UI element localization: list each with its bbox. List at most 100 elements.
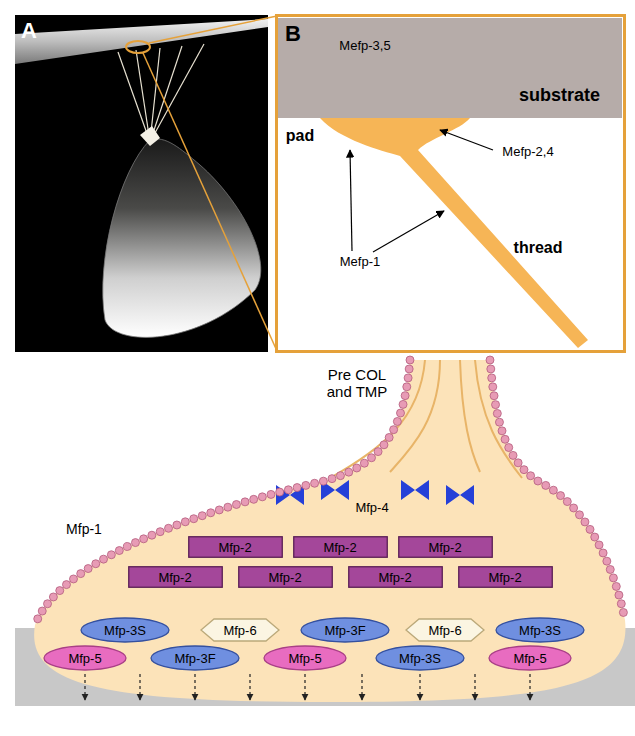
protein-label: Mfp-2 [158, 570, 191, 585]
panel-letter: B [285, 21, 301, 46]
mfp1-dot [385, 433, 393, 441]
mfp1-dot [606, 565, 614, 573]
mfp2-box: Mfp-2 [348, 566, 443, 588]
dashed-arrow [474, 674, 475, 700]
mfp2-box-fill [293, 537, 387, 558]
mfp1-dot [56, 587, 64, 595]
mfp3-ellipse: Mfp-3S [495, 617, 585, 643]
mfp1-dot [557, 492, 565, 500]
mfp5-ellipse-fill [44, 646, 126, 670]
protein-label: Mfp-3S [519, 623, 561, 638]
mfp1-dot [34, 615, 42, 623]
mfp1-dot [490, 392, 498, 400]
protein-label: Mfp-2 [218, 540, 251, 555]
photo-background [15, 15, 268, 352]
mfp1-dot [232, 500, 240, 508]
mfp1-dot [489, 383, 497, 391]
mfp1-dot [140, 535, 148, 543]
mfp1-dot [156, 528, 164, 536]
mfp1-coating [34, 356, 628, 623]
mfp1-dot [520, 466, 528, 474]
mfp2-box-fill [348, 567, 442, 588]
dashed-arrow [139, 674, 140, 700]
fibril [475, 360, 522, 478]
mfp6-shape: Mfp-6 [200, 618, 280, 642]
mfp2-box: Mfp-2 [458, 566, 553, 588]
dashed-arrow [529, 674, 530, 700]
mfp1-dot [603, 557, 611, 565]
leader-arrow [373, 211, 444, 252]
mfp1-dot [486, 356, 494, 364]
mfp1-dot [190, 515, 198, 523]
mfp2-box: Mfp-2 [238, 566, 333, 588]
mussel-foot [140, 126, 160, 146]
dashed-arrow [249, 674, 250, 700]
mfp3-ellipse-fill [376, 646, 464, 670]
mfp1-dot [92, 560, 100, 568]
mfp1-dot [107, 551, 115, 559]
mfp1-dot [345, 468, 353, 476]
mfp1-dot [575, 511, 583, 519]
protein-label: Mfp-3F [324, 623, 365, 638]
protein-callout: Mefp-3,5 [339, 39, 390, 54]
protein-label: Mfp-5 [68, 651, 101, 666]
leader-arrow [350, 150, 352, 251]
mfp1-dot [390, 426, 398, 434]
mfp3-ellipse-fill [81, 618, 169, 642]
mfp1-dot [609, 574, 617, 582]
mfp1-dot [406, 356, 414, 364]
protein-label: Mfp-3S [104, 623, 146, 638]
mfp1-dot [397, 409, 405, 417]
mfp1-dot [619, 608, 627, 616]
mfp1-dot [401, 392, 409, 400]
protein-label: Mfp-5 [288, 651, 321, 666]
mfp2-box-fill [238, 567, 332, 588]
mfp2-box-fill [128, 567, 222, 588]
part-label: Pre COL and TMP [324, 366, 390, 401]
mfp1-dot [207, 509, 215, 517]
mfp1-dot [241, 498, 249, 506]
mfp1-dot [492, 401, 500, 409]
mfp1-dot [311, 479, 319, 487]
mfp1-dot [581, 518, 589, 526]
zoom-line [143, 53, 277, 351]
mfp1-dot [367, 454, 375, 462]
mfp3-ellipse-fill [151, 646, 239, 670]
mfp2-box: Mfp-2 [128, 566, 223, 588]
mfp1-dot [49, 593, 57, 601]
mfp1-dot [215, 506, 223, 514]
protein-label: Mfp-2 [488, 570, 521, 585]
mfp1-dot [69, 575, 77, 583]
mfp1-dot [374, 448, 382, 456]
fibril [390, 360, 440, 472]
mfp1-dot [267, 490, 275, 498]
mfp3-ellipse: Mfp-3F [150, 645, 240, 671]
protein-callout: Mefp-1 [340, 255, 380, 270]
mfp5-ellipse-fill [264, 646, 346, 670]
mfp5-ellipse: Mfp-5 [488, 645, 572, 671]
protein-label: Mfp-6 [223, 623, 256, 638]
mfp1-dot [148, 531, 156, 539]
mfp3-ellipse: Mfp-3F [300, 617, 390, 643]
dashed-arrow [194, 674, 195, 700]
mfp1-dot [84, 565, 92, 573]
mfp1-dot [250, 495, 258, 503]
mfp3-ellipse: Mfp-3S [375, 645, 465, 671]
panel-frame [277, 16, 625, 352]
mfp3-ellipse: Mfp-3S [80, 617, 170, 643]
mfp1-dot [493, 409, 501, 417]
mfp1-dot [293, 484, 301, 492]
mussel-shell [103, 139, 261, 337]
mfp1-dot [403, 383, 411, 391]
mfp3-ellipse-fill [496, 618, 584, 642]
dashed-arrow [84, 674, 85, 700]
mfp1-dot [495, 418, 503, 426]
mfp1-dot [586, 525, 594, 533]
mfp5-ellipse-fill [489, 646, 571, 670]
protein-label: Mfp-1 [66, 521, 102, 537]
mfp2-box-fill [188, 537, 282, 558]
mfp1-dot [165, 524, 173, 532]
protein-label: Mfp-3F [174, 651, 215, 666]
mfp1-dot [380, 441, 388, 449]
